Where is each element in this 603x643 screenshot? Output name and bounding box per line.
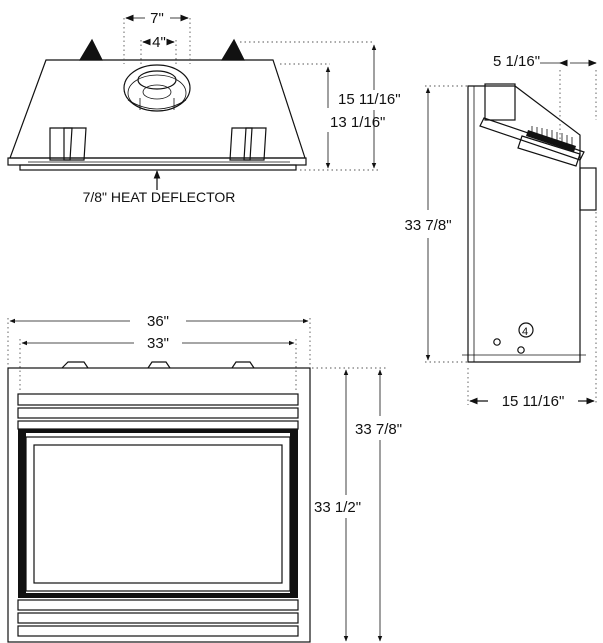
side-view: 4 5 1/16" 33 7/8" 15 11/16" — [404, 53, 597, 410]
side-valve-knob — [518, 322, 534, 338]
side-rear-box — [579, 167, 597, 211]
top-overall-height-dim: 15 11/16" — [338, 91, 401, 108]
side-fins — [517, 126, 581, 167]
top-base-strip — [7, 157, 307, 166]
side-body — [467, 85, 581, 363]
front-outer-frame — [7, 367, 311, 643]
heat-deflector-callout: 7/8" HEAT DEFLECTOR — [83, 189, 236, 205]
front-overall-width-dim: 36" — [147, 313, 169, 330]
front-inner-height-dim: 33 1/2" — [314, 499, 361, 516]
front-bottom-louvers — [17, 593, 299, 637]
top-view: 7" 4" 15 11/16" 13 1/16" 7/8" HEAT DEFLE… — [7, 10, 401, 205]
svg-text:4: 4 — [522, 326, 528, 338]
top-left-bracket — [49, 127, 87, 161]
side-fitting-2 — [517, 346, 525, 354]
side-offset-dim: 5 1/16" — [493, 53, 540, 70]
top-outer-width-dim: 7" — [150, 10, 164, 27]
top-right-bracket — [229, 127, 267, 161]
front-view: 36" 33" 33 7/8" 33 1/2" — [7, 313, 402, 643]
heat-deflector-strip — [19, 164, 297, 171]
top-left-ear — [78, 38, 103, 61]
front-glass-panel — [25, 436, 291, 592]
front-right-bezel — [290, 433, 298, 593]
top-inner-width-dim: 4" — [152, 34, 166, 51]
front-top-louvers — [17, 393, 299, 433]
top-inner-height-dim: 13 1/16" — [330, 114, 385, 131]
side-depth-dim: 15 11/16" — [502, 393, 565, 410]
front-glass-inner — [33, 444, 283, 584]
side-top-box — [484, 83, 516, 121]
front-left-bezel — [18, 433, 26, 593]
front-overall-height-dim: 33 7/8" — [355, 421, 402, 438]
top-right-ear — [220, 38, 245, 61]
flue-collar — [123, 64, 191, 112]
front-inner-width-dim: 33" — [147, 335, 169, 352]
side-fitting — [493, 338, 501, 346]
side-height-dim: 33 7/8" — [404, 217, 451, 234]
